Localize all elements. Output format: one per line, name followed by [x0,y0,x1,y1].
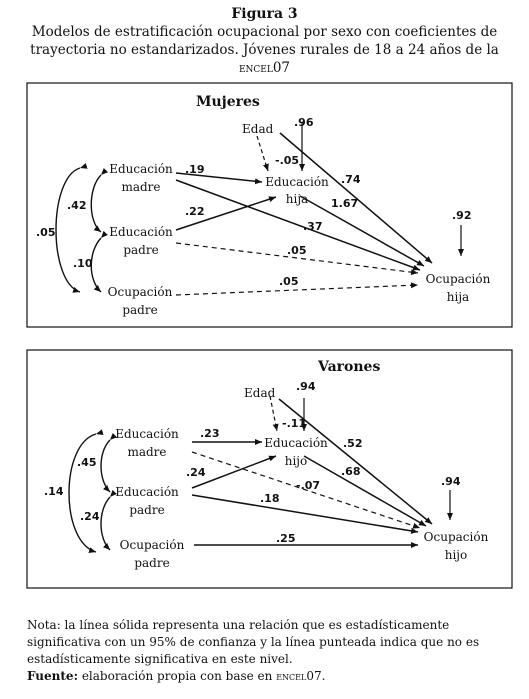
coef-edad-edu: -.05 [275,154,299,167]
coef-resid-edu: .94 [296,380,316,393]
coef-ocupadre-ocu: .25 [276,532,296,545]
coef-edad-ocu: .74 [341,173,361,186]
coef-edad-ocu: .52 [343,437,363,450]
figure-source: Fuente: elaboración propia con base en e… [27,669,513,683]
path-padre-ocu [191,494,419,534]
coef-madre-ocu: -.07 [296,479,320,492]
node-edad: Edad [244,386,276,400]
path-edad-edu [256,135,269,172]
corr-arc-outer [68,429,104,553]
corr-arc-padre-ocup [90,230,108,293]
panel-frame [26,82,513,328]
source-text: elaboración propia con base en [78,669,277,683]
path-edu-ocu [299,195,425,267]
panel-title: Mujeres [196,94,260,110]
corr-arc-padre-ocup [100,489,117,551]
coef-padre-ocu: .18 [260,492,280,505]
panel-title: Varones [317,359,380,375]
coef-edu-ocu: .68 [341,465,361,478]
path-madre-ocu [191,451,421,529]
coef-madre-ocu: .37 [303,220,323,233]
path-padre-edu [175,196,277,231]
coef-edu-ocu: 1.67 [331,197,358,210]
path-padre-edu [191,455,277,489]
coef-edad-edu: -.11 [282,417,306,430]
corr-arc-madre-padre [100,432,118,493]
caption-text: Modelos de estratificación ocupacional p… [30,24,499,58]
caption-dataset: encel07 [238,60,291,76]
source-end: 07. [306,669,326,683]
coef-corr-outer: .14 [44,485,64,498]
coef-madre-edu: .19 [185,163,205,176]
path-edad-edu [269,395,279,432]
panel-frame [26,349,513,589]
coef-padre-edu: .24 [186,466,206,479]
coef-corr-madre-padre: .42 [67,199,87,212]
coef-resid-ocu: .92 [452,209,472,222]
path-padre-ocu [175,242,419,276]
coef-padre-ocu: .05 [287,244,307,257]
figure-note: Nota: la línea sólida representa una rel… [27,618,480,666]
figure-caption: Modelos de estratificación ocupacional p… [6,23,523,77]
coef-madre-edu: .23 [200,427,220,440]
figure-label: Figura 3 [231,6,298,22]
coef-resid-ocu: .94 [441,475,461,488]
coef-corr-padre-ocup: .24 [80,510,100,523]
coef-resid-edu: .96 [294,116,314,129]
coef-padre-edu: .22 [185,205,205,218]
source-label: Fuente: [27,669,78,683]
path-edad-ocu [279,132,433,264]
path-madre-edu [175,172,263,185]
path-madre-ocu [175,179,421,271]
path-edad-ocu [278,398,433,525]
path-ocupadre-ocu [175,282,419,296]
coef-corr-madre-padre: .45 [77,456,97,469]
source-dataset: encel [276,669,307,683]
corr-arc-madre-padre [90,167,109,233]
coef-corr-outer: .05 [36,226,56,239]
coef-ocupadre-ocu: .05 [279,275,299,288]
path-edu-ocu [303,455,427,527]
coef-corr-padre-ocup: .10 [73,257,93,270]
node-edad: Edad [242,122,274,136]
corr-arc-outer [55,163,88,293]
